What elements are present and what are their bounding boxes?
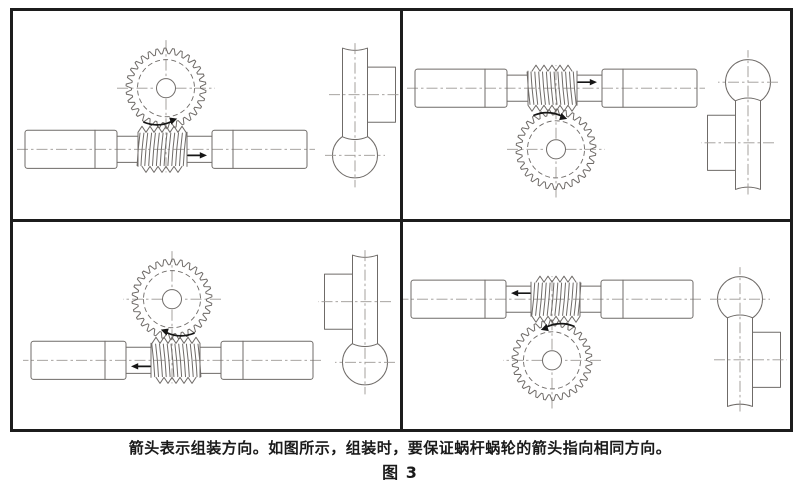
panel-top-right — [403, 11, 790, 219]
panel-bottom-right — [403, 221, 790, 429]
panel-top-right-drawing — [406, 49, 779, 199]
side-view-top-right — [700, 49, 779, 195]
panel-top-left — [13, 11, 400, 219]
panel-bottom-left — [13, 221, 400, 429]
side-view-bottom-left — [317, 249, 396, 395]
panel-bottom-right-drawing — [403, 266, 788, 412]
figure-caption: 箭头表示组装方向。如图所示，组装时，要保证蜗杆蜗轮的箭头指向相同方向。 — [128, 439, 672, 457]
panel-bottom-left-drawing — [22, 249, 396, 395]
front-view-top-right — [406, 64, 706, 199]
side-view-top-left — [324, 42, 400, 188]
side-view-bottom-right — [709, 266, 788, 412]
front-view-bottom-left — [22, 249, 322, 384]
diagram-frame — [10, 8, 793, 432]
figure-number: 图 3 — [382, 463, 418, 482]
panel-top-left-drawing — [16, 39, 400, 188]
front-view-top-left — [16, 39, 316, 174]
front-view-bottom-right — [403, 274, 702, 409]
